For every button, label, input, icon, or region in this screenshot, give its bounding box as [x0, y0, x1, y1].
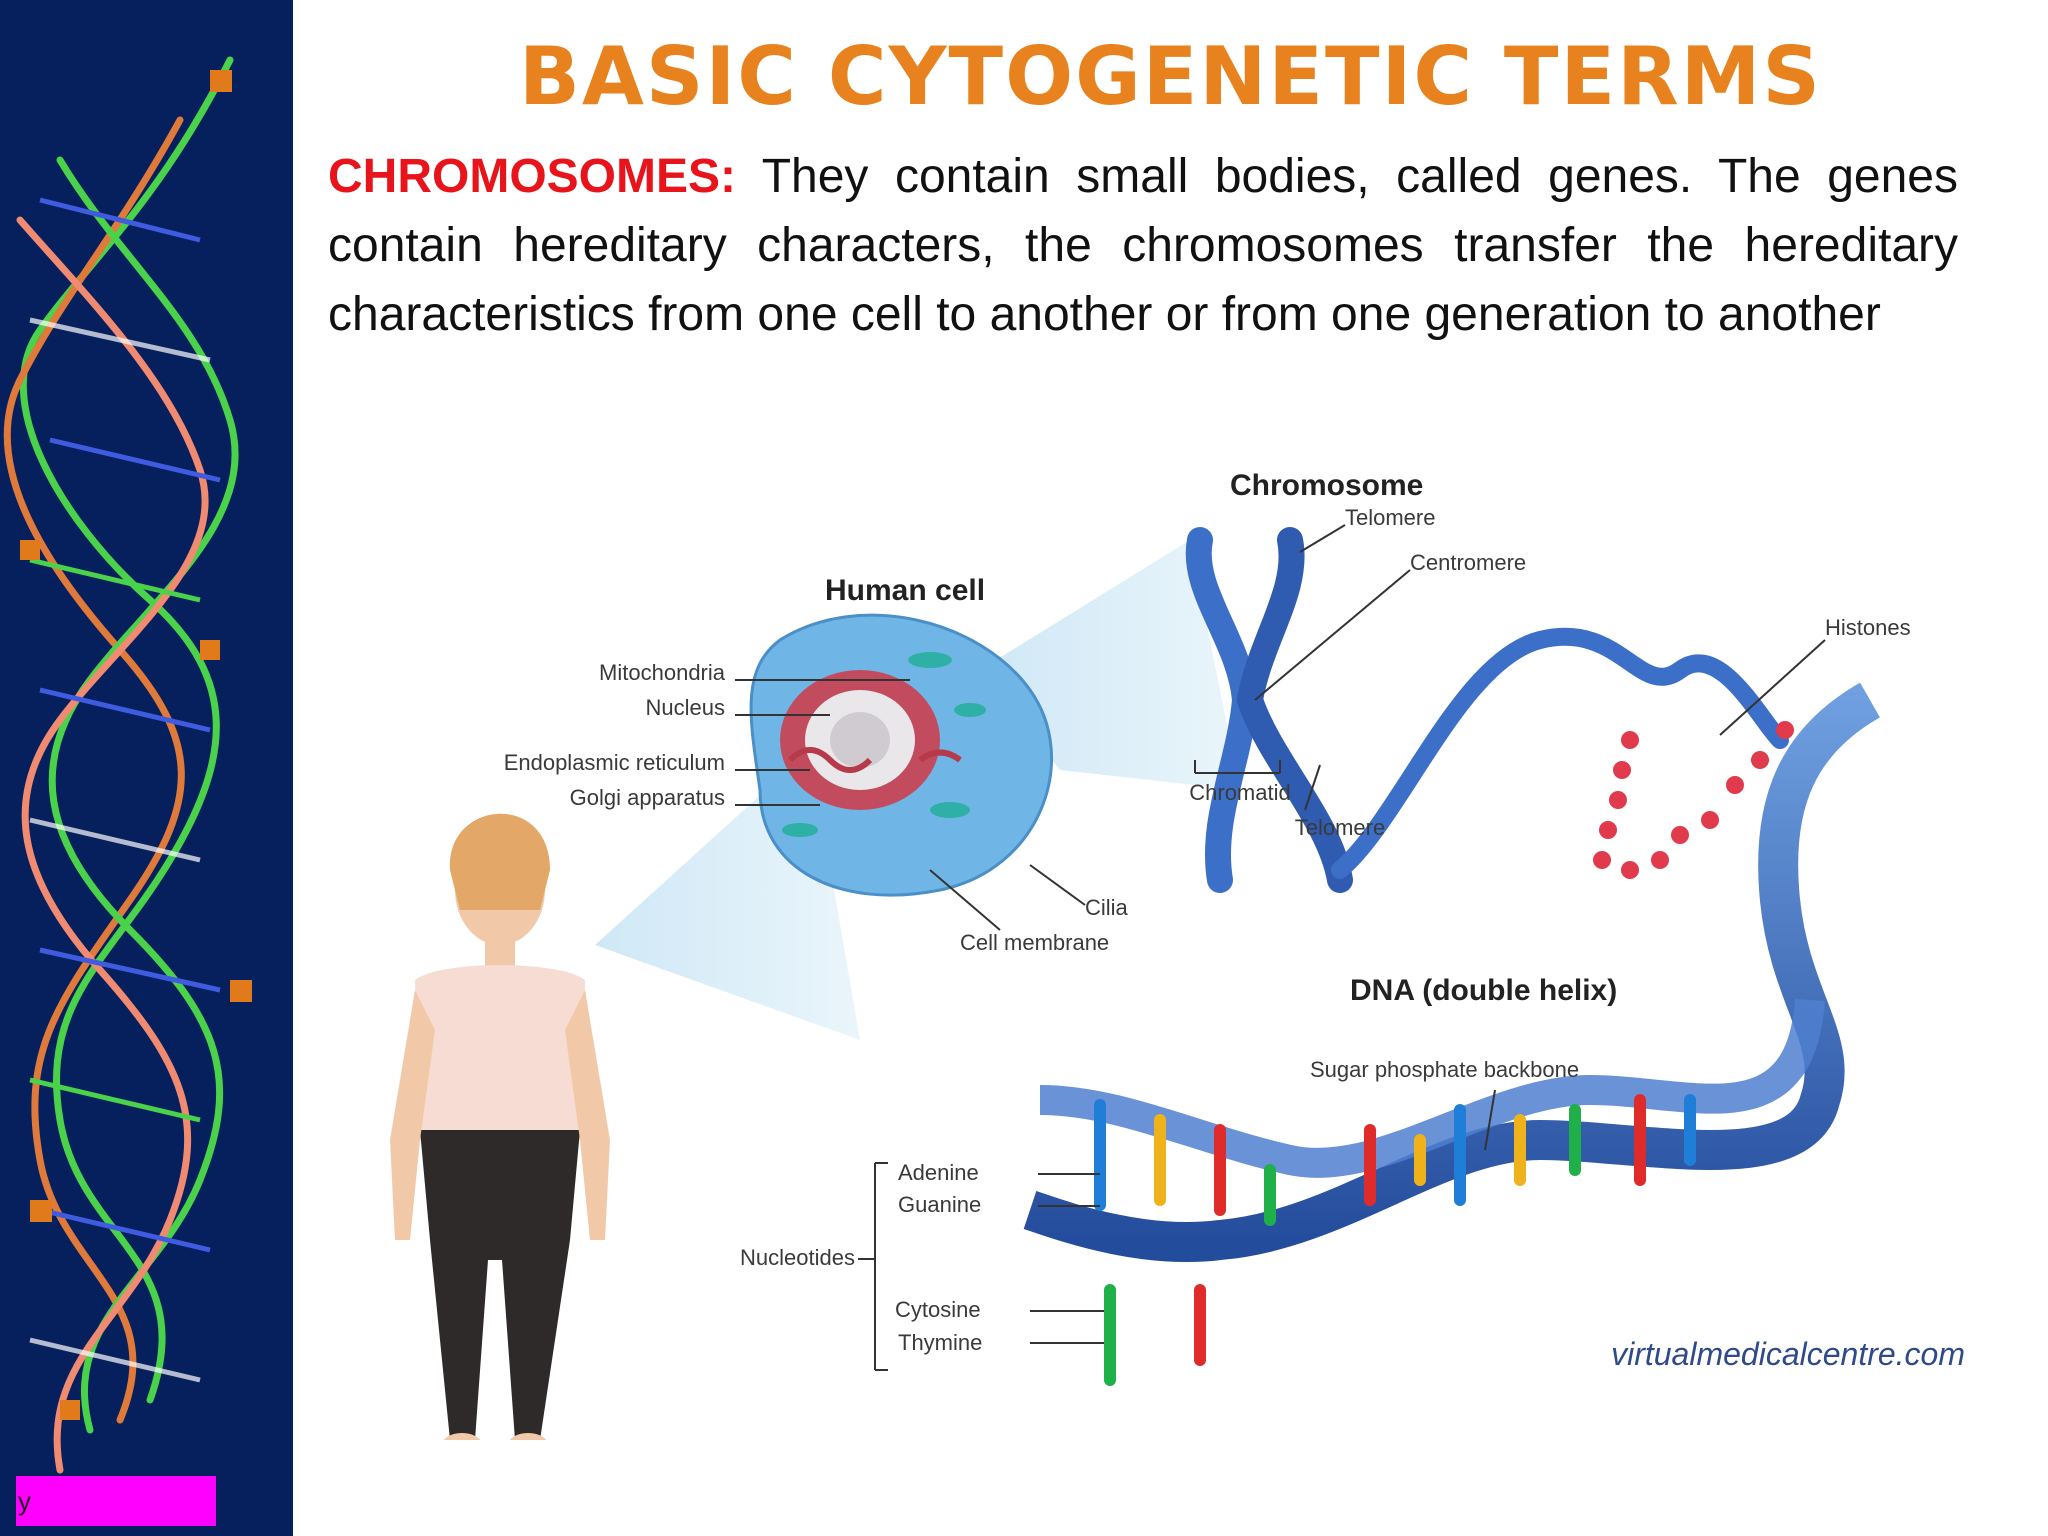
human-cell	[749, 613, 1053, 897]
dna-coil	[1331, 627, 1789, 879]
watermark-text: virtualmedicalcentre.com	[1611, 1336, 1965, 1372]
label-telomere-bottom: Telomere	[1295, 815, 1385, 840]
label-mitochondria: Mitochondria	[599, 660, 726, 685]
chromosome	[1185, 527, 1353, 893]
definition-text: They contain small bodies, called genes.…	[328, 150, 1958, 341]
footer-text: y	[18, 1486, 31, 1516]
label-thymine: Thymine	[898, 1330, 982, 1355]
label-nucleotides: Nucleotides	[740, 1245, 855, 1270]
chromosome-diagram: Chromosome Telomere Centromere Human cel…	[390, 469, 1965, 1440]
label-chromosome: Chromosome	[1230, 469, 1423, 502]
label-cell-membrane: Cell membrane	[960, 930, 1109, 955]
pointer-backbone	[1484, 1089, 1496, 1151]
pointer-telomere-bottom	[1304, 764, 1321, 811]
woman-figure	[390, 813, 610, 1440]
label-histones: Histones	[1825, 615, 1911, 640]
footer-tag: y	[16, 1476, 216, 1526]
label-chromatid: Chromatid	[1189, 780, 1290, 805]
label-telomere-top: Telomere	[1345, 505, 1435, 530]
dna-molecule-illustration	[3, 56, 252, 1474]
term-label: CHROMOSOMES:	[328, 150, 736, 203]
label-endoplasmic-reticulum: Endoplasmic reticulum	[504, 750, 725, 775]
dna-sidebar	[0, 0, 293, 1536]
pointer-telomere-top	[1299, 524, 1346, 553]
label-human-cell: Human cell	[825, 574, 985, 607]
label-centromere: Centromere	[1410, 550, 1526, 575]
pointer-cilia	[1029, 864, 1086, 906]
label-golgi-apparatus: Golgi apparatus	[570, 785, 725, 810]
dna-base-pairs	[1094, 1094, 1696, 1226]
label-nucleus: Nucleus	[646, 695, 725, 720]
label-adenine: Adenine	[898, 1160, 979, 1185]
pointer-histones	[1719, 639, 1826, 736]
label-cytosine: Cytosine	[895, 1297, 981, 1322]
label-dna-double-helix: DNA (double helix)	[1350, 974, 1617, 1007]
pointer-centromere	[1254, 569, 1411, 701]
pointer-cell-membrane	[929, 869, 1001, 931]
label-cilia: Cilia	[1085, 895, 1129, 920]
label-guanine: Guanine	[898, 1192, 981, 1217]
histones	[1593, 721, 1794, 879]
slide-title: BASIC CYTOGENETIC TERMS	[519, 30, 1822, 123]
definition-paragraph: CHROMOSOMES: They contain small bodies, …	[328, 142, 1958, 349]
label-sugar-phosphate-backbone: Sugar phosphate backbone	[1310, 1057, 1579, 1082]
